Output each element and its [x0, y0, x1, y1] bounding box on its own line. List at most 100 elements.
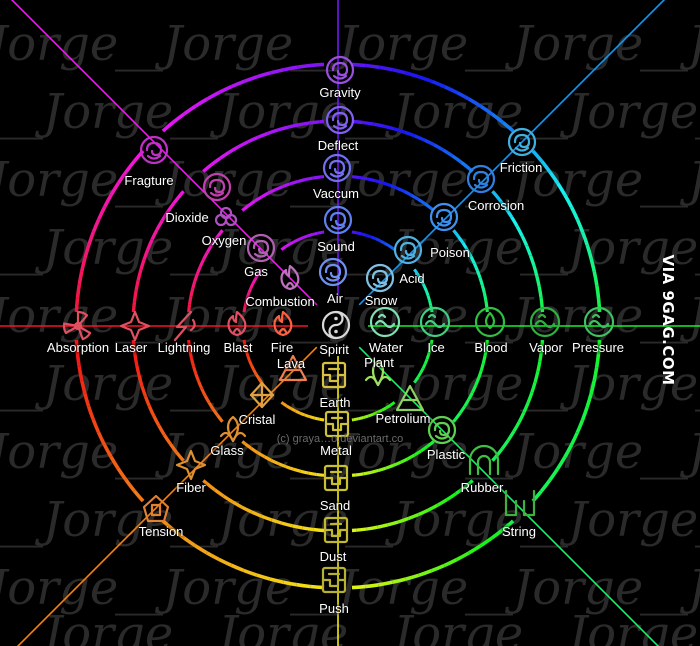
ring-arc [285, 465, 294, 471]
ring-arc [417, 508, 429, 517]
ring-arc [183, 104, 197, 116]
label-air: Air [327, 291, 343, 306]
ring-arc [189, 288, 195, 297]
ring-arc [243, 346, 248, 352]
ring-arc [202, 479, 208, 485]
ring-arc [470, 384, 478, 394]
ring-arc [548, 171, 560, 185]
swirl-icon [507, 127, 537, 157]
watermark-text: __Jorge [0, 84, 173, 140]
ring-arc [353, 417, 360, 422]
ring-arc [256, 573, 271, 581]
watermark-text: __Jorge [695, 220, 700, 276]
ring-arc [304, 413, 310, 419]
ring-arc [454, 486, 466, 496]
ring-arc [152, 415, 161, 427]
ring-arc [407, 513, 420, 521]
watermark-text: __Jorge [290, 16, 468, 72]
ring-arc [256, 451, 266, 459]
ring-arc [403, 130, 416, 138]
ring-arc [430, 563, 446, 573]
ring-arc [510, 216, 519, 228]
earth-glyph-icon [323, 516, 349, 544]
swirl-icon [325, 105, 355, 135]
ring-arc [231, 500, 243, 509]
ring-arc [250, 510, 263, 518]
ring-arc [260, 191, 270, 199]
swirl-icon [393, 235, 423, 265]
ring-arc [392, 460, 402, 467]
ring-arc [452, 418, 457, 423]
watermark-text: __Jorge [640, 16, 700, 72]
ring-arc [288, 240, 295, 246]
ring-arc [463, 398, 471, 408]
ring-arc [318, 417, 325, 422]
ring-arc [363, 414, 369, 419]
ring-arc [211, 408, 219, 417]
ring-arc [79, 379, 87, 394]
swirl-icon [427, 415, 457, 445]
ring-arc [385, 403, 392, 410]
ring-arc [475, 270, 482, 279]
ring-arc [381, 406, 388, 412]
drop-icon [474, 306, 506, 338]
ring-arc [256, 270, 262, 276]
ring-arc [260, 514, 273, 522]
watermark-text: __Jorge [115, 16, 293, 72]
ring-arc [556, 182, 567, 197]
swirl-icon [202, 172, 232, 202]
ring-arc [515, 225, 524, 237]
ring-arc [374, 179, 384, 185]
label-corrosion: Corrosion [467, 198, 525, 213]
ring-arc [131, 301, 137, 313]
ring-arc [389, 401, 396, 407]
ring-arc [428, 300, 433, 306]
ring-arc [132, 290, 138, 302]
earth-glyph-icon [321, 566, 347, 594]
ring-arc [109, 182, 120, 196]
ring-arc [382, 181, 391, 187]
ring-arc [580, 406, 589, 421]
ring-arc [253, 274, 260, 281]
ring-arc [592, 271, 599, 286]
label-absorption: Absorption [46, 340, 110, 355]
ring-arc [247, 135, 259, 144]
leaf-icon [364, 359, 392, 387]
ring-arc [351, 62, 366, 68]
ring-arc [254, 195, 263, 203]
ring-arc [150, 229, 159, 241]
ring-arc [250, 446, 259, 455]
ring-arc [205, 551, 220, 561]
ring-arc [585, 244, 593, 259]
ring-arc [389, 183, 399, 190]
ring-arc [188, 296, 193, 305]
ring-arc [247, 199, 256, 207]
arch-icon [468, 444, 500, 476]
ring-arc [539, 296, 544, 308]
ring-arc [136, 269, 143, 281]
label-ice: Ice [427, 340, 445, 355]
watermark-text: __Jorge [0, 606, 173, 646]
ring-arc [86, 406, 95, 421]
label-glass: Glass [210, 443, 244, 458]
ring-arc [366, 233, 372, 239]
ring-arc [493, 448, 504, 459]
ring-arc [406, 453, 416, 461]
ring-arc [479, 536, 493, 548]
ring-arc [375, 237, 381, 243]
ring-arc [393, 127, 405, 134]
watermark-text: __Jorge [0, 560, 118, 616]
ring-arc [589, 258, 597, 273]
ring-arc [308, 120, 320, 125]
wave-icon [419, 306, 451, 338]
ring-arc [200, 387, 207, 397]
credit-text: (c) graya…o.deviantart.co [276, 433, 404, 445]
ring-arc [194, 544, 208, 555]
ring-arc [284, 242, 291, 249]
ring-arc [383, 241, 390, 248]
ring-arc [378, 580, 393, 587]
ring-arc [433, 143, 445, 152]
swirl-icon [318, 257, 348, 287]
ring-arc [257, 377, 263, 384]
ring-arc [230, 79, 246, 89]
